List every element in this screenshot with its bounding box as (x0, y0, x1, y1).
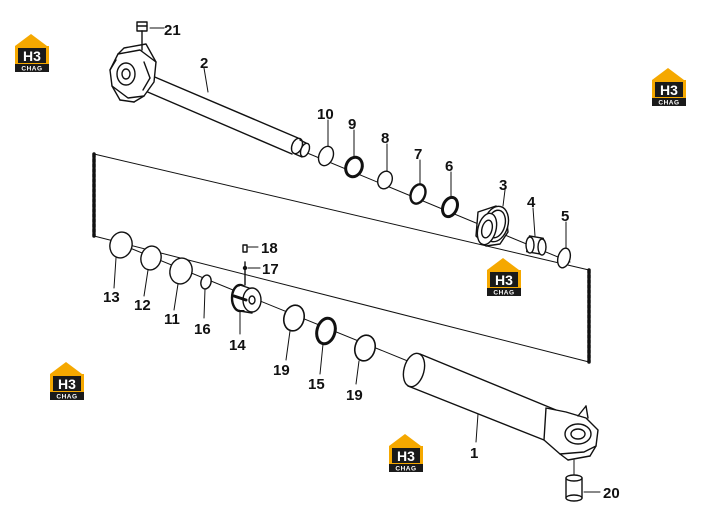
callout-21: 21 (164, 22, 181, 39)
callout-16: 16 (194, 321, 211, 338)
callout-12: 12 (134, 297, 151, 314)
part-5-ring (556, 247, 572, 269)
part-3-cylinder-head (475, 205, 510, 247)
callout-6: 6 (445, 158, 453, 175)
svg-text:CHAG: CHAG (56, 394, 77, 401)
callout-4: 4 (527, 194, 536, 211)
part-19-ring-a (282, 304, 306, 332)
callout-18: 18 (261, 240, 278, 257)
frame-line-bottom (93, 235, 590, 363)
part-16-ring (200, 274, 212, 290)
watermark-logo-2: CHAG (652, 68, 686, 107)
part-8-ring (376, 170, 394, 190)
callout-13: 13 (103, 289, 120, 306)
svg-text:CHAG: CHAG (395, 466, 416, 473)
callout-9: 9 (348, 116, 356, 133)
callout-17: 17 (262, 261, 279, 278)
callout-5: 5 (561, 208, 569, 225)
watermark-logo-5: CHAG (389, 434, 423, 473)
part-14-piston (230, 283, 262, 314)
svg-text:CHAG: CHAG (658, 100, 679, 107)
callout-20: 20 (603, 485, 620, 502)
part-15-seal (315, 316, 337, 346)
watermark-logo-4: CHAG (50, 362, 84, 401)
frame-line-top (93, 153, 590, 271)
watermark-logo-1: CHAG (15, 34, 49, 73)
leader-lines (113, 27, 601, 493)
part-11-ring (169, 257, 193, 285)
callout-labels: 1 2 3 4 5 6 7 8 9 10 11 12 13 14 15 16 1… (103, 22, 620, 502)
watermark-logo-3: CHAG (487, 258, 521, 297)
part-6-seal (441, 195, 459, 219)
callout-15: 15 (308, 376, 325, 393)
callout-8: 8 (381, 130, 389, 147)
svg-text:CHAG: CHAG (493, 290, 514, 297)
callout-11: 11 (164, 311, 180, 328)
part-20-bushing (565, 459, 583, 502)
dashed-frame (92, 152, 591, 364)
part-1-cylinder-barrel (402, 352, 599, 461)
callout-2: 2 (200, 55, 208, 72)
part-2-piston-rod (109, 43, 311, 158)
part-21-grease-nipple (136, 21, 148, 51)
part-17-set-screw (242, 261, 248, 286)
callout-7: 7 (414, 146, 422, 163)
part-10-ring (317, 145, 335, 167)
callout-1: 1 (470, 445, 478, 462)
part-19-ring-b (353, 334, 377, 362)
part-18-pin (242, 244, 248, 253)
part-9-seal (344, 155, 364, 179)
part-7-seal (409, 183, 427, 205)
callout-19a: 19 (273, 362, 290, 379)
callout-14: 14 (229, 337, 246, 354)
svg-text:CHAG: CHAG (21, 66, 42, 73)
callout-3: 3 (499, 177, 507, 194)
part-13-ring (109, 231, 133, 259)
callout-10: 10 (317, 106, 334, 123)
part-4-bushing (525, 235, 547, 256)
callout-19b: 19 (346, 387, 363, 404)
